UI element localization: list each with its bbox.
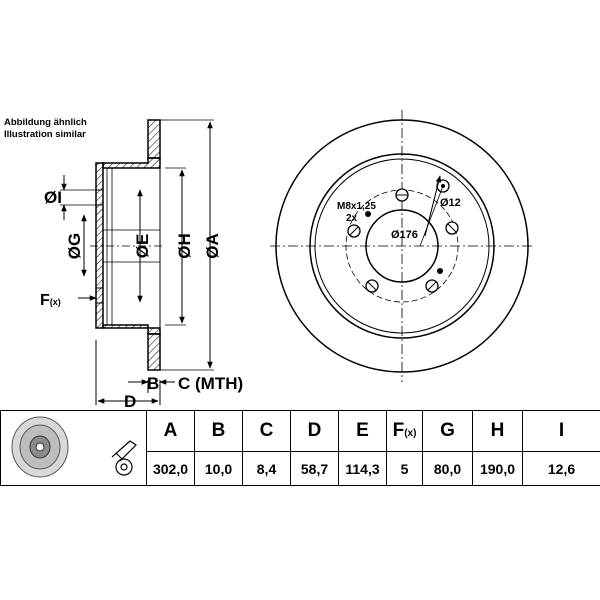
table-header-row: A B C D E F(x) G H I: [0, 410, 600, 486]
label-hole-dia: Ø12: [440, 197, 461, 209]
front-view: M8x1,25 2x Ø12 Ø176: [270, 110, 535, 382]
value-E: 114,3: [338, 451, 387, 486]
header-E: E: [338, 410, 387, 452]
spec-table: A B C D E F(x) G H I 302,0 10,0 8,4 58,7…: [0, 410, 600, 486]
header-H: H: [472, 410, 523, 452]
value-I: 12,6: [522, 451, 600, 486]
label-G: ØG: [65, 233, 84, 259]
label-center-dia: Ø176: [391, 229, 418, 241]
label-I: ØI: [44, 188, 62, 207]
label-B: B: [147, 374, 159, 393]
header-D: D: [290, 410, 339, 452]
header-C: C: [242, 410, 291, 452]
label-H: ØH: [175, 233, 194, 259]
label-D: D: [124, 392, 136, 410]
threaded-holes: [365, 211, 443, 274]
note-english: Illustration similar: [4, 129, 86, 140]
header-F: F(x): [386, 410, 423, 452]
value-C: 8,4: [242, 451, 291, 486]
label-F: F(x): [40, 292, 61, 309]
note-german: Abbildung ähnlich: [4, 117, 87, 128]
outer-disc-edge: [275, 119, 529, 373]
value-G: 80,0: [422, 451, 473, 486]
label-thread-count: 2x: [346, 213, 358, 224]
value-D: 58,7: [290, 451, 339, 486]
label-C: C (MTH): [178, 374, 243, 393]
header-A: A: [146, 410, 195, 452]
value-F: 5: [386, 451, 423, 486]
header-B: B: [194, 410, 243, 452]
technical-drawing: ØI ØG ØE ØH ØA F(x) B C (MTH) D: [40, 110, 535, 410]
value-H: 190,0: [472, 451, 523, 486]
label-A: ØA: [203, 233, 222, 259]
center-bore: [365, 209, 439, 283]
friction-inner-edge: [309, 153, 495, 339]
thumbnail-cell: [0, 410, 147, 486]
header-I: I: [522, 410, 600, 452]
hat-edge: [314, 158, 490, 334]
table-row: 302,0 10,0 8,4 58,7 114,3 5 80,0 190,0 1…: [1, 451, 600, 486]
label-E: ØE: [133, 234, 152, 259]
disc-thumbnail-icon: [11, 416, 137, 477]
header-G: G: [422, 410, 473, 452]
value-B: 10,0: [194, 451, 243, 486]
value-A: 302,0: [146, 451, 195, 486]
side-view: ØI ØG ØE ØH ØA F(x) B C (MTH) D: [40, 119, 243, 410]
bolt-holes: [347, 188, 459, 293]
label-thread: M8x1,25: [337, 201, 376, 212]
